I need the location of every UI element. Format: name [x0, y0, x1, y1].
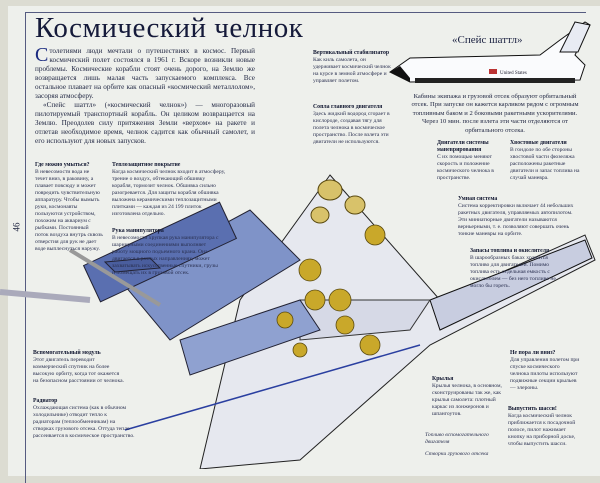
- callout-text: В невесомости вода не течет вниз, в рако…: [35, 169, 103, 252]
- label-text: Створки грузового отсека: [425, 451, 489, 457]
- satellite: [103, 257, 162, 273]
- callout-text: Крылья челнока, в основном, сконструиров…: [432, 383, 502, 417]
- callout-text: Этот двигатель переводит коммерческий сп…: [33, 357, 124, 384]
- cutaway-orbiter: [0, 174, 596, 469]
- shuttle-caption: Кабины экипажа и грузовой отсек образуют…: [411, 93, 579, 134]
- callout-title: Хвостовые двигатели: [510, 140, 567, 146]
- shuttle-marking: United States: [500, 71, 527, 76]
- callout-text: Когда космический челнок входит в атмосф…: [112, 169, 226, 217]
- callout-text: В гондоле по обе стороны хвостовой части…: [510, 147, 580, 181]
- callout-wash: Где можно умыться?В невесомости вода не …: [35, 162, 103, 253]
- radiator-panel: [82, 201, 238, 303]
- callout-text: В шарообразных баках хранится топливо дл…: [470, 255, 556, 289]
- manipulator-arm: [68, 248, 162, 307]
- callout-text: Система корректировки включает 44 неболь…: [458, 203, 574, 237]
- callout-title: Умная система: [458, 196, 498, 202]
- fuel-spheres: [276, 224, 386, 358]
- callout-text: В невесомости хрупкая рука манипулятора …: [112, 235, 219, 276]
- engine-nozzles: [310, 179, 366, 224]
- callout-title: Сопла главного двигателя: [313, 104, 383, 110]
- callout-text: Когда космический челнок приближается к …: [508, 413, 576, 447]
- callout-title: Не пора ли вниз?: [510, 350, 556, 356]
- intro-paragraph-1: толетиями люди мечтали о путешествиях в …: [35, 47, 255, 100]
- shuttle-illustration: United States: [0, 21, 596, 469]
- callout-title: Запасы топлива и окислителя: [470, 248, 550, 254]
- callout-text: Здесь жидкий водород сгорает в кислороде…: [313, 111, 390, 145]
- callout-title: Вспомогательный модуль: [33, 350, 101, 356]
- callout-title: Теплозащитное покрытие: [112, 162, 181, 168]
- flag-icon: [489, 69, 497, 74]
- callout-descent: Не пора ли вниз?Для управления полетом п…: [510, 350, 580, 392]
- label-aux-fuel: Топливо вспомогательного двигателя: [425, 432, 501, 446]
- page-title: Космический челнок: [35, 12, 304, 44]
- label-text: Топливо вспомогательного двигателя: [425, 432, 489, 445]
- callout-title: Двигатели системы маневрирования: [437, 140, 489, 153]
- drop-cap: С: [35, 44, 49, 66]
- callout-title: Где можно умыться?: [35, 162, 90, 168]
- shuttle-title: «Спейс шаттл»: [452, 34, 523, 46]
- callout-title: Вертикальный стабилизатор: [313, 50, 390, 56]
- callout-text: Охлаждающая система (как в обычном холод…: [33, 405, 135, 439]
- callout-text: С их помощью меняют скорость и положение…: [437, 154, 494, 181]
- callout-landing-gear: Выпустить шасси!Когда космический челнок…: [508, 406, 582, 448]
- shuttle-side-view: United States: [389, 21, 591, 83]
- callout-title: Радиатор: [33, 398, 58, 404]
- intro-paragraph-2: «Спейс шаттл» («космический челнок») — м…: [35, 101, 255, 145]
- callout-text: Для управления полетом при спуске космич…: [510, 357, 580, 391]
- page-frame: [25, 12, 586, 483]
- callout-title: Крылья: [432, 376, 454, 382]
- callout-title: Выпустить шасси!: [508, 406, 557, 412]
- callout-title: Рука манипулятора: [112, 228, 164, 234]
- callout-text: Как киль самолета, он удерживает космиче…: [313, 57, 391, 84]
- label-bay-doors: Створки грузового отсека: [425, 451, 503, 458]
